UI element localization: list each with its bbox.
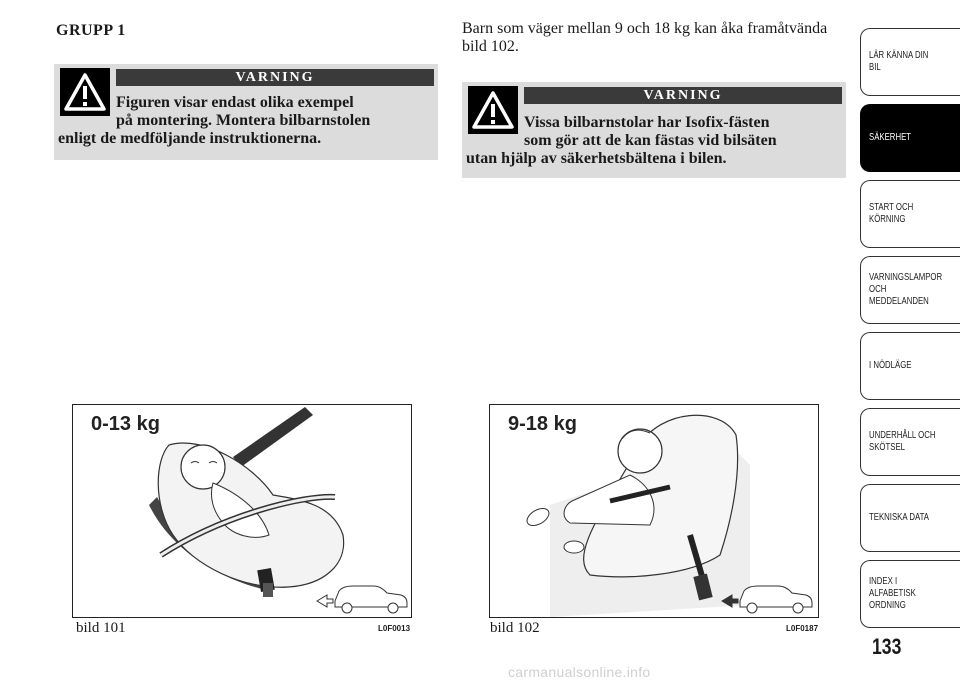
side-tab-sakerhet[interactable]: SÄKERHET: [860, 104, 960, 172]
warning-line: Figuren visar endast olika exempel: [116, 94, 354, 111]
side-tab-i-nodlage[interactable]: I NÖDLÄGE: [860, 332, 960, 400]
warning-line: Vissa bilbarnstolar har Isofix-fästen: [524, 114, 770, 131]
watermark: carmanualsonline.info: [508, 664, 651, 680]
warning-line: som gör att de kan fästas vid bilsäten: [524, 132, 777, 149]
side-tab-start-och-korning[interactable]: START OCH KÖRNING: [860, 180, 960, 248]
page-number: 133: [872, 634, 902, 659]
figure-caption: bild 102: [490, 620, 540, 636]
warning-title: VARNING: [524, 87, 842, 104]
warning-title: VARNING: [116, 69, 434, 86]
side-tab-underhall-och-skotsel[interactable]: UNDERHÅLL OCH SKÖTSEL: [860, 408, 960, 476]
warning-line: på montering. Montera bilbarnstolen: [116, 112, 371, 129]
side-tab-tekniska-data[interactable]: TEKNISKA DATA: [860, 484, 960, 552]
figure-caption: bild 101: [76, 620, 126, 636]
car-position-icon: [316, 585, 408, 614]
warning-line: utan hjälp av säkerhetsbältena i bilen.: [466, 150, 727, 167]
warning-triangle-icon: [468, 86, 518, 134]
figure-101-illustration: 0-13 kg: [72, 404, 412, 618]
car-position-icon: [721, 585, 813, 614]
side-tab-lar-kanna-din-bil[interactable]: LÄR KÄNNA DIN BIL: [860, 28, 960, 96]
infant-seat-illustration: [149, 407, 408, 614]
child-seat-illustration: [526, 414, 813, 617]
weight-label: 9-18 kg: [508, 413, 577, 435]
warning-line: enligt de medföljande instruktionerna.: [58, 130, 322, 147]
figure-code: L0F0013: [378, 624, 411, 633]
group-heading: GRUPP 1: [56, 22, 126, 39]
weight-label: 0-13 kg: [91, 413, 160, 435]
warning-triangle-icon: [60, 68, 110, 116]
warning-box-2: VARNING Vissa bilbarnstolar har Isofix-f…: [462, 82, 846, 178]
figure-code: L0F0187: [786, 624, 819, 633]
figure-102-illustration: 9-18 kg: [489, 404, 819, 618]
intro-text: Barn som väger mellan 9 och 18 kg kan åk…: [462, 20, 828, 55]
side-tab-varningslampor[interactable]: VARNINGSLAMPOR OCH MEDDELANDEN: [860, 256, 960, 324]
side-tab-index[interactable]: INDEX I ALFABETISK ORDNING: [860, 560, 960, 628]
warning-box-1: VARNING Figuren visar endast olika exemp…: [54, 64, 438, 160]
